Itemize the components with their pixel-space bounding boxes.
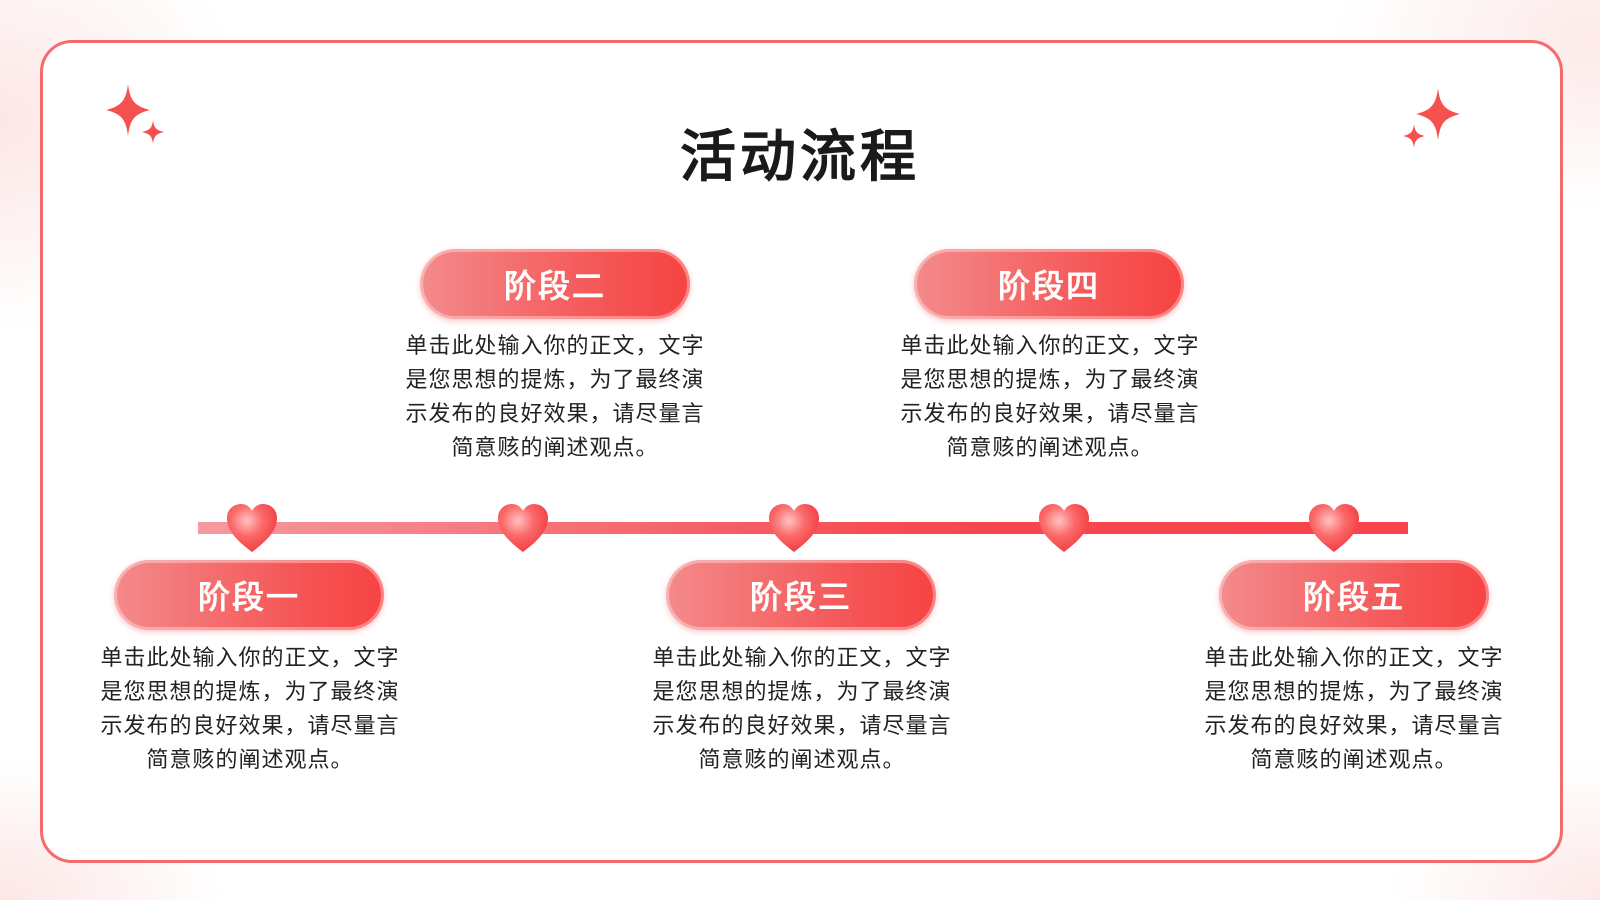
heart-icon [1309, 504, 1359, 552]
stage-4-description: 单击此处输入你的正文，文字是您思想的提炼，为了最终演示发布的良好效果，请尽量言简… [900, 334, 1200, 461]
sparkle-icon [106, 84, 164, 144]
heart-icon [227, 504, 277, 552]
stage-2-description: 单击此处输入你的正文，文字是您思想的提炼，为了最终演示发布的良好效果，请尽量言简… [405, 334, 705, 461]
stage-3-label: 阶段三 [666, 560, 936, 630]
stage-5-label: 阶段五 [1219, 560, 1489, 630]
page-title: 活动流程 [680, 125, 920, 190]
stage-2-label: 阶段二 [420, 249, 690, 319]
stage-3-description: 单击此处输入你的正文，文字是您思想的提炼，为了最终演示发布的良好效果，请尽量言简… [652, 646, 952, 773]
stage-1-description: 单击此处输入你的正文，文字是您思想的提炼，为了最终演示发布的良好效果，请尽量言简… [100, 646, 400, 773]
stage-4-label: 阶段四 [914, 249, 1184, 319]
heart-icon [1039, 504, 1089, 552]
sparkle-icon [1403, 88, 1460, 148]
heart-icon [498, 504, 548, 552]
stage-1-label: 阶段一 [114, 560, 384, 630]
slide-frame [40, 40, 1563, 863]
heart-icon [769, 504, 819, 552]
stage-5-description: 单击此处输入你的正文，文字是您思想的提炼，为了最终演示发布的良好效果，请尽量言简… [1204, 646, 1504, 773]
